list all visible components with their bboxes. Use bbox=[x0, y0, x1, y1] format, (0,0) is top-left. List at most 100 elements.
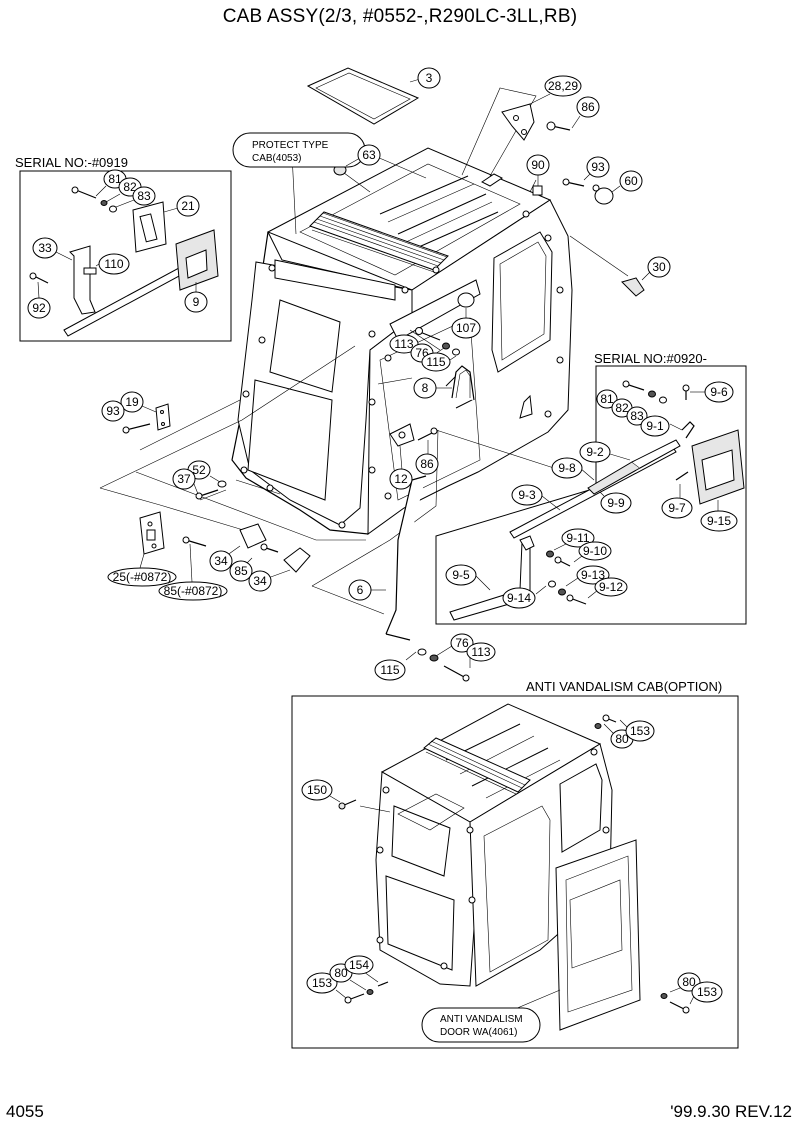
callout-115-cab: 115 bbox=[421, 352, 457, 372]
svg-text:9-7: 9-7 bbox=[668, 501, 686, 515]
svg-text:80: 80 bbox=[334, 966, 348, 980]
callout-33: 33 bbox=[32, 237, 73, 261]
callout-21: 21 bbox=[163, 195, 200, 217]
callout-93-left: 93 bbox=[101, 400, 125, 422]
serial-old-inset: SERIAL NO:-#0919 bbox=[15, 155, 232, 342]
svg-text:25(-#0872): 25(-#0872) bbox=[113, 570, 172, 584]
svg-text:9-12: 9-12 bbox=[599, 580, 623, 594]
callout-83-old: 83 bbox=[115, 186, 156, 208]
callout-154: 154 bbox=[344, 955, 379, 983]
callout-9-14: 9-14 bbox=[502, 585, 547, 609]
svg-text:110: 110 bbox=[104, 257, 123, 271]
svg-text:93: 93 bbox=[106, 404, 120, 418]
callout-9-3: 9-3 bbox=[511, 484, 561, 511]
svg-text:82: 82 bbox=[123, 180, 137, 194]
callout-93-top: 93 bbox=[583, 156, 610, 181]
svg-text:6: 6 bbox=[357, 583, 364, 597]
callout-60: 60 bbox=[611, 170, 643, 193]
callout-19: 19 bbox=[120, 391, 157, 413]
svg-text:33: 33 bbox=[38, 241, 52, 255]
anti-vandalism-cab-label: ANTI VANDALISM CAB(OPTION) bbox=[526, 679, 722, 694]
anti-vandalism-door-note: ANTI VANDALISM DOOR WA(4061) bbox=[421, 1007, 541, 1043]
callout-153-left: 153 bbox=[306, 972, 347, 999]
svg-text:9-14: 9-14 bbox=[507, 591, 531, 605]
revision-date: '99.9.30 REV.12 bbox=[670, 1102, 792, 1121]
svg-text:92: 92 bbox=[32, 301, 46, 315]
svg-text:85(-#0872): 85(-#0872) bbox=[164, 584, 223, 598]
callout-107: 107 bbox=[451, 308, 481, 339]
callout-86-top: 86 bbox=[571, 96, 600, 129]
callout-113-bottom: 113 bbox=[466, 642, 496, 668]
svg-text:19: 19 bbox=[125, 395, 139, 409]
callout-153-right: 153 bbox=[689, 981, 723, 1005]
svg-text:ANTI VANDALISM: ANTI VANDALISM bbox=[440, 1014, 523, 1025]
svg-text:82: 82 bbox=[615, 401, 629, 415]
callout-28-29: 28,29 bbox=[529, 75, 582, 105]
svg-text:9-9: 9-9 bbox=[607, 496, 625, 510]
svg-text:34: 34 bbox=[253, 574, 267, 588]
callout-9-8: 9-8 bbox=[551, 457, 595, 481]
svg-text:86: 86 bbox=[581, 100, 595, 114]
svg-text:9: 9 bbox=[193, 295, 200, 309]
svg-text:60: 60 bbox=[624, 174, 638, 188]
callout-30: 30 bbox=[641, 256, 671, 281]
svg-text:9-13: 9-13 bbox=[581, 568, 605, 582]
svg-text:153: 153 bbox=[630, 724, 650, 738]
callout-group: 3 28,29 86 63 90 93 60 30 81 82 83 21 33… bbox=[27, 67, 738, 1005]
callout-85-mid: 85 bbox=[229, 557, 253, 582]
svg-text:9-3: 9-3 bbox=[518, 488, 536, 502]
callout-9-9: 9-9 bbox=[599, 491, 632, 514]
callout-115-bottom: 115 bbox=[374, 651, 417, 681]
page-number: 4055 bbox=[6, 1102, 44, 1121]
svg-text:DOOR WA(4061): DOOR WA(4061) bbox=[440, 1027, 517, 1038]
svg-text:113: 113 bbox=[394, 337, 413, 351]
svg-text:37: 37 bbox=[177, 472, 191, 486]
svg-text:90: 90 bbox=[531, 158, 545, 172]
svg-text:21: 21 bbox=[181, 199, 195, 213]
callout-34-right: 34 bbox=[248, 569, 291, 592]
svg-text:9-8: 9-8 bbox=[558, 461, 576, 475]
callout-34-left: 34 bbox=[209, 545, 241, 572]
protect-type-note: PROTECT TYPE CAB(4053) bbox=[232, 132, 366, 168]
callout-9: 9 bbox=[184, 282, 208, 313]
bracket-part bbox=[69, 245, 96, 315]
callout-8: 8 bbox=[413, 377, 452, 399]
svg-text:113: 113 bbox=[471, 645, 490, 659]
svg-text:9-15: 9-15 bbox=[707, 514, 731, 528]
svg-text:9-11: 9-11 bbox=[566, 531, 589, 545]
callout-3: 3 bbox=[409, 67, 441, 89]
callout-6: 6 bbox=[348, 579, 386, 601]
svg-text:80: 80 bbox=[682, 975, 696, 989]
svg-text:12: 12 bbox=[394, 472, 408, 486]
svg-text:153: 153 bbox=[312, 976, 332, 990]
svg-text:154: 154 bbox=[349, 958, 369, 972]
svg-text:9-6: 9-6 bbox=[710, 385, 728, 399]
svg-text:153: 153 bbox=[697, 985, 717, 999]
callout-110: 110 bbox=[95, 253, 130, 275]
svg-text:107: 107 bbox=[456, 321, 476, 335]
callout-85-left: 85(-#0872) bbox=[158, 543, 228, 601]
callout-25: 25(-#0872) bbox=[107, 553, 177, 587]
small-parts bbox=[122, 103, 645, 682]
leader-lines bbox=[99, 87, 629, 615]
callout-12: 12 bbox=[389, 445, 413, 490]
svg-text:85: 85 bbox=[234, 564, 248, 578]
svg-text:76: 76 bbox=[455, 636, 469, 650]
svg-text:9-5: 9-5 bbox=[452, 568, 470, 582]
svg-text:8: 8 bbox=[422, 381, 429, 395]
callout-150: 150 bbox=[301, 779, 341, 803]
callout-113-cab: 113 bbox=[389, 334, 419, 354]
callout-9-2: 9-2 bbox=[579, 441, 631, 463]
svg-text:93: 93 bbox=[591, 160, 605, 174]
svg-text:9-2: 9-2 bbox=[586, 445, 604, 459]
svg-text:83: 83 bbox=[137, 189, 151, 203]
callout-153-top: 153 bbox=[619, 719, 655, 742]
svg-text:81: 81 bbox=[600, 392, 614, 406]
serial-old-label: SERIAL NO:-#0919 bbox=[15, 155, 128, 170]
callout-9-1: 9-1 bbox=[640, 415, 683, 437]
page-title: CAB ASSY(2/3, #0552-,R290LC-3LL,RB) bbox=[222, 6, 578, 27]
svg-text:9-10: 9-10 bbox=[583, 544, 607, 558]
callout-76-bottom: 76 bbox=[435, 633, 474, 657]
callout-92: 92 bbox=[27, 281, 51, 319]
svg-text:86: 86 bbox=[420, 457, 434, 471]
